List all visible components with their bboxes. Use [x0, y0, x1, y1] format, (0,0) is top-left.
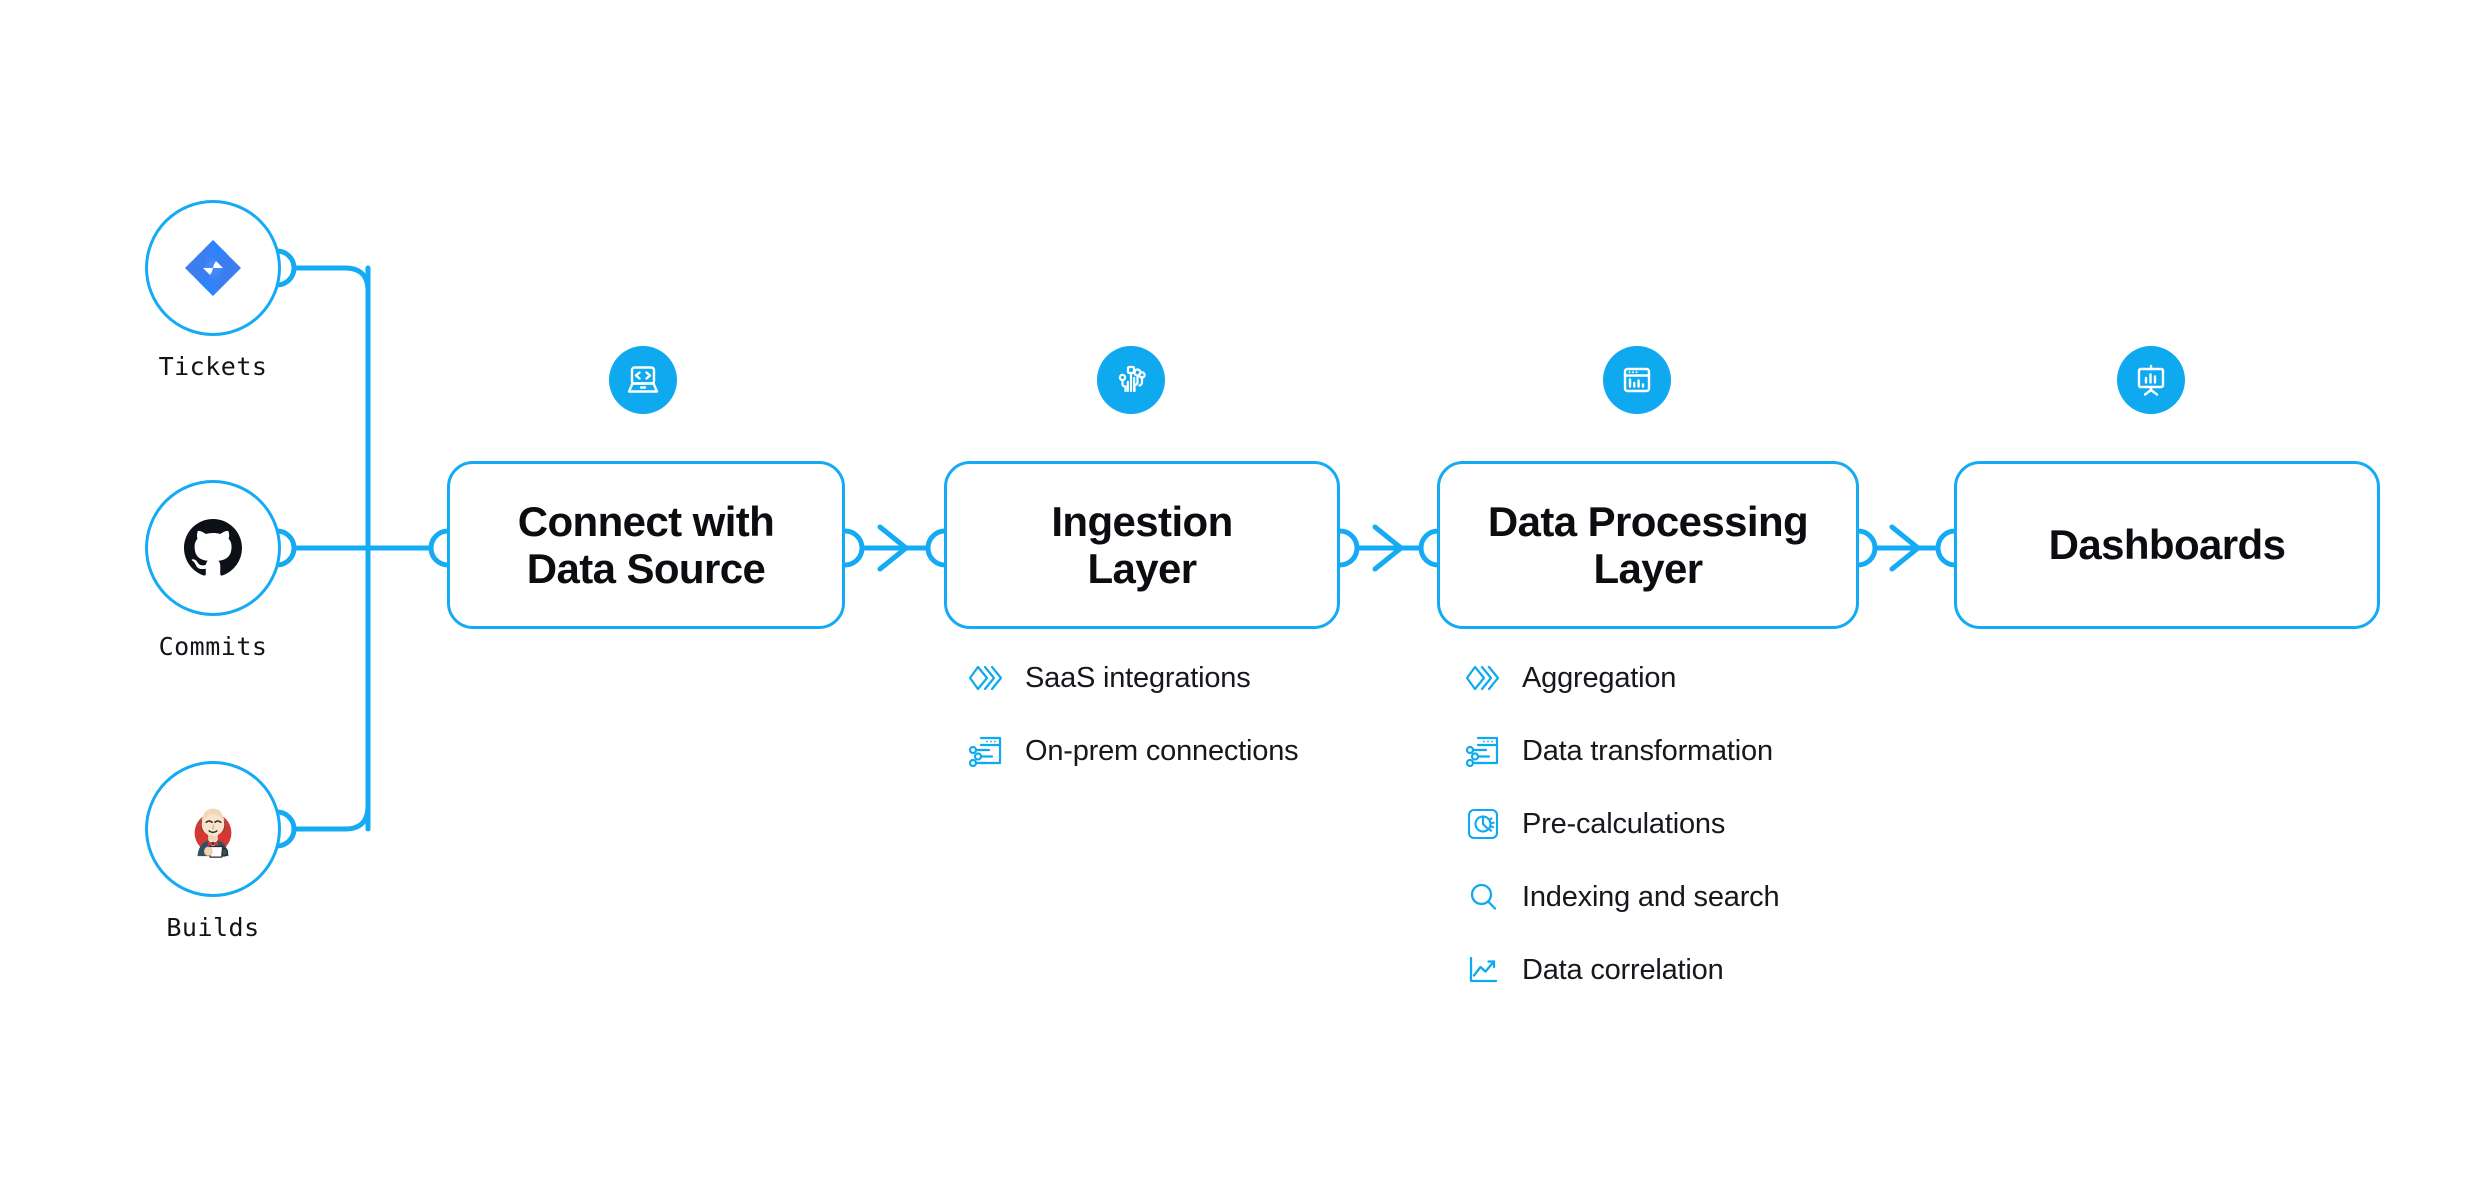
stage-box-connect[interactable]: Connect with Data Source	[447, 461, 845, 629]
circuit-nodes-icon	[1097, 346, 1165, 414]
jira-logo-icon	[177, 232, 249, 304]
feature-item: Aggregation	[1465, 655, 1779, 701]
source-node-tickets[interactable]: Tickets	[145, 200, 281, 381]
feature-label: Aggregation	[1522, 661, 1677, 694]
feature-item: SaaS integrations	[968, 655, 1298, 701]
stage-title-ingestion: Ingestion Layer	[1051, 497, 1233, 592]
wire-tickets	[292, 265, 371, 523]
presentation-chart-icon	[2117, 346, 2185, 414]
window-sliders-icon	[968, 733, 1004, 769]
stage-title-connect: Connect with Data Source	[517, 497, 775, 592]
arrowhead-3	[1889, 524, 1921, 572]
source-label-commits: Commits	[158, 632, 268, 661]
github-logo-icon	[177, 512, 249, 584]
feature-item: Data transformation	[1465, 728, 1779, 774]
feature-list-ingestion: SaaS integrations On-prem conn	[968, 655, 1299, 801]
arrowhead-2	[1372, 524, 1404, 572]
stage-title-processing: Data Processing Layer	[1487, 497, 1809, 592]
line-chart-icon	[1465, 952, 1501, 988]
feature-item: On-prem connections	[968, 728, 1299, 774]
source-ring	[145, 200, 281, 336]
feature-label: Data correlation	[1522, 953, 1724, 986]
feature-label: Indexing and search	[1522, 880, 1780, 913]
layers-chevron-icon	[968, 660, 1004, 696]
feature-label: On-prem connections	[1025, 734, 1299, 767]
jenkins-logo-icon	[177, 793, 249, 865]
window-barchart-icon	[1603, 346, 1671, 414]
source-node-builds[interactable]: Builds	[145, 761, 281, 942]
feature-label: Pre-calculations	[1522, 807, 1726, 840]
feature-item: Pre-calculations	[1465, 801, 1779, 847]
stage-box-processing[interactable]: Data Processing Layer	[1437, 461, 1859, 629]
source-label-builds: Builds	[166, 913, 260, 942]
window-sliders-icon	[1465, 733, 1501, 769]
feature-list-processing: Aggregation Data transformatio	[1465, 655, 1780, 1020]
wire-builds	[292, 557, 371, 832]
feature-label: Data transformation	[1522, 734, 1773, 767]
stage-title-dashboards: Dashboards	[2048, 521, 2286, 569]
feature-label: SaaS integrations	[1025, 661, 1251, 694]
stage-box-dashboards[interactable]: Dashboards	[1954, 461, 2380, 629]
stage-box-ingestion[interactable]: Ingestion Layer	[944, 461, 1340, 629]
gauge-square-icon	[1465, 806, 1501, 842]
source-node-commits[interactable]: Commits	[145, 480, 281, 661]
feature-item: Data correlation	[1465, 947, 1779, 993]
layers-chevron-icon	[1465, 660, 1501, 696]
source-label-tickets: Tickets	[158, 352, 268, 381]
feature-item: Indexing and search	[1465, 874, 1780, 920]
laptop-code-icon	[609, 346, 677, 414]
magnifier-icon	[1465, 879, 1501, 915]
arrowhead-1	[877, 524, 909, 572]
source-ring	[145, 480, 281, 616]
